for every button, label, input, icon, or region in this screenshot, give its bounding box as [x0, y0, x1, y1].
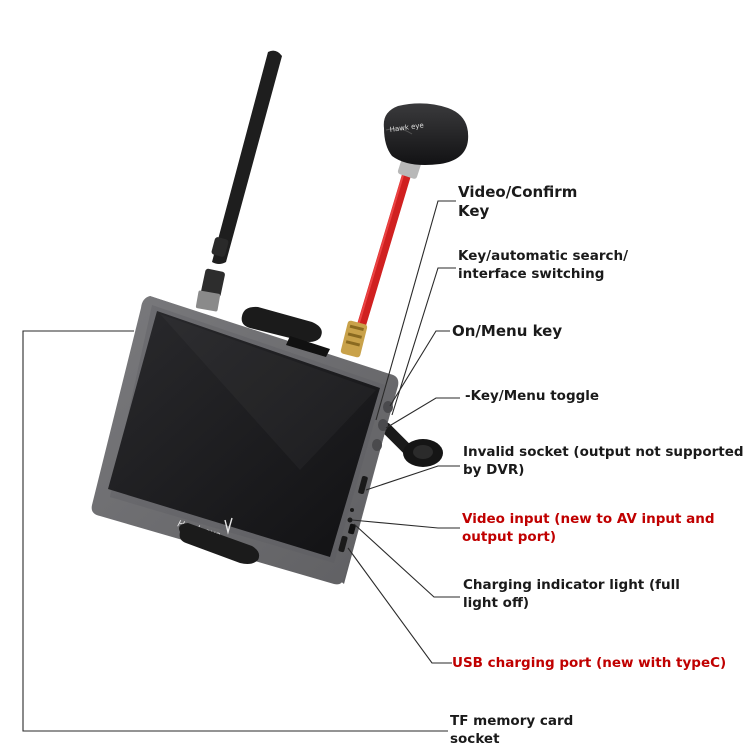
label-line: -Key/Menu toggle: [465, 388, 600, 404]
label-video-confirm-key: Video/Confirm Key: [458, 183, 577, 221]
label-line: Key: [458, 202, 490, 220]
bottom-clip: [179, 523, 260, 564]
confirm-button: [372, 439, 382, 451]
label-line: Video/Confirm: [458, 183, 578, 201]
rear-antenna-stub: [380, 422, 443, 467]
leader-key-auto-search: [391, 267, 456, 416]
label-line: interface switching: [458, 266, 605, 282]
leader-invalid-socket: [365, 465, 460, 491]
label-line: Video input (new to AV input and: [462, 511, 715, 527]
top-clip: [241, 306, 330, 357]
leader-video-input: [351, 519, 460, 529]
label-usb-charging-port: USB charging port (new with typeC): [452, 654, 726, 672]
side-controls: [338, 401, 393, 553]
tf-card-slot: [348, 523, 356, 535]
label-video-input: Video input (new to AV input and output …: [462, 510, 715, 546]
label-line: USB charging port (new with typeC): [452, 655, 727, 671]
label-line: On/Menu key: [452, 322, 563, 340]
leader-usb-charging: [347, 547, 452, 664]
label-line: TF memory card: [450, 713, 574, 729]
charging-led: [350, 508, 354, 512]
label-line: Charging indicator light (full: [463, 577, 680, 593]
leader-key-menu-toggle: [385, 397, 460, 429]
label-charging-indicator: Charging indicator light (full light off…: [463, 576, 680, 612]
label-line: Key/automatic search/: [458, 248, 629, 264]
label-key-auto-search: Key/automatic search/ interface switchin…: [458, 247, 628, 283]
label-on-menu-key: On/Menu key: [452, 322, 562, 341]
on-menu-button: [383, 401, 393, 413]
label-key-menu-toggle: -Key/Menu toggle: [465, 387, 599, 405]
leader-lines: [22, 200, 460, 732]
label-line: by DVR): [463, 462, 525, 478]
monitor-body: Hawk eye: [91, 296, 399, 585]
label-invalid-socket: Invalid socket (output not supported by …: [463, 443, 744, 479]
video-input-jack: [347, 517, 353, 523]
leader-video-confirm: [375, 200, 456, 421]
minus-key-button: [378, 419, 388, 431]
mushroom-antenna: Hawk eye: [340, 103, 469, 358]
invalid-socket-port: [358, 475, 368, 495]
leader-tf-card: [22, 330, 448, 732]
leader-on-menu: [389, 330, 450, 407]
label-line: light off): [463, 595, 530, 611]
label-line: output port): [462, 529, 556, 545]
label-line: socket: [450, 731, 500, 747]
label-line: Invalid socket (output not supported: [463, 444, 744, 460]
label-tf-card-socket: TF memory card socket: [450, 712, 573, 748]
dipole-antenna: [195, 50, 282, 312]
leader-charging-indicator: [353, 523, 460, 598]
usb-c-port: [338, 535, 348, 553]
